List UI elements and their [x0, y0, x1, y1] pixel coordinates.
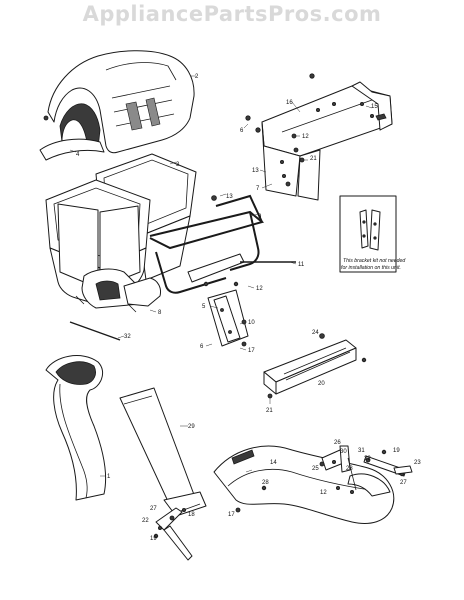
- callout-9[interactable]: 9: [258, 214, 262, 220]
- callout-22[interactable]: 22: [142, 518, 149, 524]
- rod-32[interactable]: [69, 321, 121, 341]
- lower-chute-tube[interactable]: [45, 355, 107, 501]
- watermark-text: AppliancePartsPros.com: [82, 2, 382, 26]
- inset-box-bracket-kit: This bracket kit not needed for installa…: [339, 195, 406, 273]
- callout-17[interactable]: 17: [248, 348, 255, 354]
- callout-12[interactable]: 12: [320, 490, 327, 496]
- leader-lines: [69, 75, 373, 477]
- upper-chute-tube[interactable]: [119, 387, 207, 517]
- callout-21[interactable]: 21: [266, 408, 273, 414]
- chute-latch-hardware[interactable]: [319, 445, 413, 494]
- callout-27[interactable]: 27: [400, 480, 407, 486]
- latch-plate[interactable]: [203, 281, 249, 347]
- callout-10[interactable]: 10: [248, 320, 255, 326]
- bag-support-frame[interactable]: [149, 194, 265, 294]
- bracket-hardware[interactable]: [245, 73, 387, 187]
- clamp-handle[interactable]: [153, 507, 193, 561]
- callout-12[interactable]: 12: [256, 286, 263, 292]
- callout-21[interactable]: 21: [310, 156, 317, 162]
- callout-28[interactable]: 28: [262, 480, 269, 486]
- chute-cover-hood[interactable]: [39, 50, 195, 161]
- callout-13[interactable]: 13: [252, 168, 259, 174]
- callout-6[interactable]: 6: [240, 128, 244, 134]
- callout-12[interactable]: 12: [302, 134, 309, 140]
- callout-17[interactable]: 17: [228, 512, 235, 518]
- callout-6[interactable]: 6: [200, 344, 204, 350]
- callout-24[interactable]: 24: [312, 330, 319, 336]
- callout-3[interactable]: 3: [176, 162, 180, 168]
- callout-labels: 2 4 16 15 6 12 21 13 7 3 13 9 11 12 5 10…: [76, 74, 421, 542]
- deck-adapter[interactable]: [263, 333, 367, 404]
- callout-18[interactable]: 18: [188, 512, 195, 518]
- callout-19[interactable]: 19: [393, 448, 400, 454]
- callout-7[interactable]: 7: [256, 186, 260, 192]
- callout-26[interactable]: 26: [334, 440, 341, 446]
- callout-2[interactable]: 2: [195, 74, 199, 80]
- grass-bag-assembly[interactable]: [45, 179, 161, 313]
- callout-23[interactable]: 23: [414, 460, 421, 466]
- callout-13[interactable]: 13: [226, 194, 233, 200]
- callout-4[interactable]: 4: [76, 152, 80, 158]
- inset-note-line2: for installation on this unit.: [341, 265, 401, 271]
- callout-27[interactable]: 27: [150, 506, 157, 512]
- callout-32[interactable]: 32: [124, 334, 131, 340]
- callout-16[interactable]: 16: [286, 100, 293, 106]
- mounting-bracket[interactable]: [261, 81, 393, 201]
- callout-8[interactable]: 8: [158, 310, 162, 316]
- callout-25[interactable]: 25: [312, 466, 319, 472]
- callout-5[interactable]: 5: [202, 304, 206, 310]
- inset-note-line1: This bracket kit not needed: [343, 258, 406, 264]
- callout-31[interactable]: 31: [358, 448, 365, 454]
- callout-20[interactable]: 20: [318, 381, 325, 387]
- callout-19[interactable]: 19: [150, 536, 157, 542]
- callout-22[interactable]: 22: [364, 456, 371, 462]
- callout-29[interactable]: 29: [188, 424, 195, 430]
- callout-15[interactable]: 15: [371, 104, 378, 110]
- callout-14[interactable]: 14: [270, 460, 277, 466]
- callout-30[interactable]: 30: [340, 449, 347, 455]
- callout-1[interactable]: 1: [107, 474, 111, 480]
- callout-11[interactable]: 11: [298, 262, 305, 268]
- callout-28[interactable]: 28: [346, 466, 353, 472]
